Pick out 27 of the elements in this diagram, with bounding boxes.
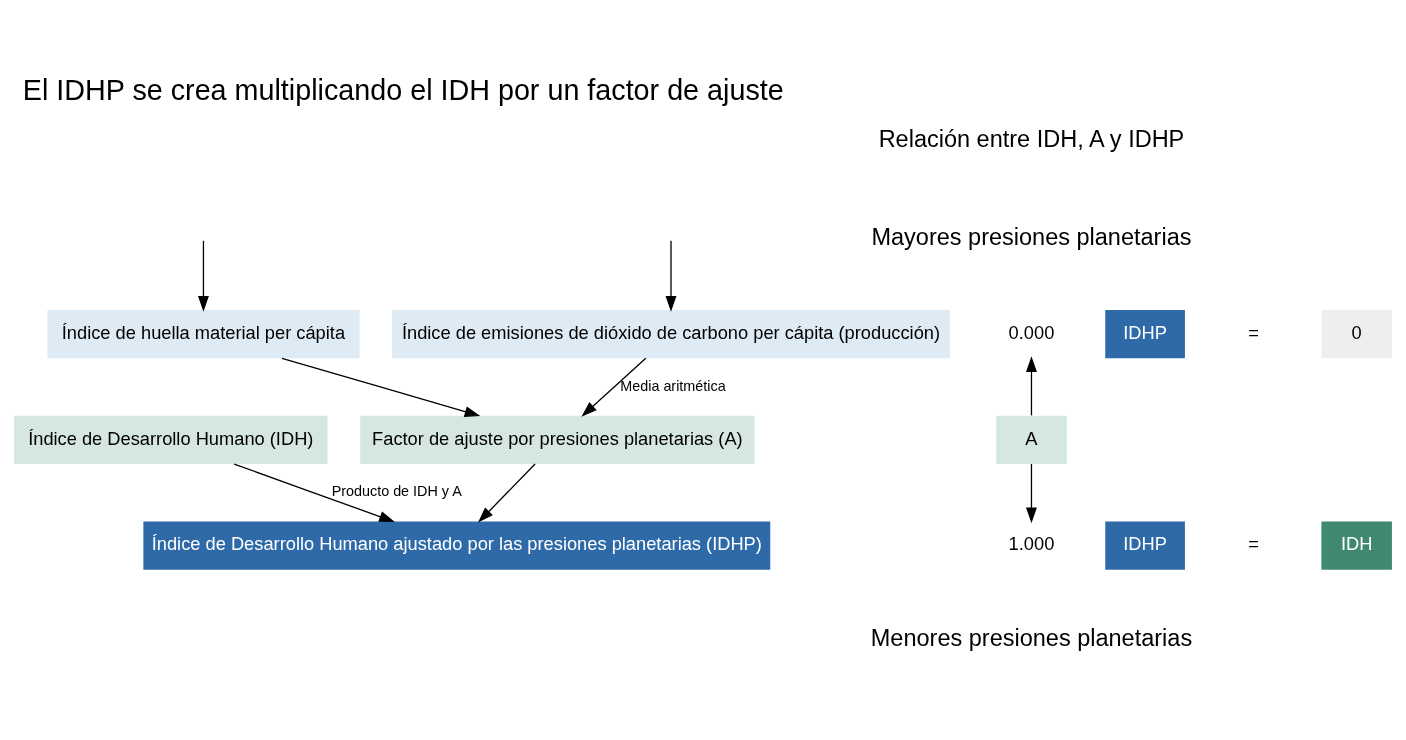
arrow xyxy=(233,463,395,522)
node-box: IDHP xyxy=(1105,521,1185,570)
edge-label: Producto de IDH y A xyxy=(331,483,462,500)
diagram-title: El IDHP se crea multiplicando el IDH por un factor de ajuste xyxy=(22,74,784,107)
label: Relación entre IDH, A y IDHP xyxy=(878,126,1185,153)
label: Mayores presiones planetarias xyxy=(871,224,1192,251)
arrow xyxy=(1025,356,1037,417)
node-box: A xyxy=(996,415,1067,465)
arrow xyxy=(665,240,677,312)
node-box: Índice de Desarrollo Humano ajustado por las presiones planetarias (IDHP) xyxy=(143,521,771,570)
edge-label: Media aritmética xyxy=(620,377,726,394)
node-box: Índice de emisiones de dióxido de carbono per cápita (producción) xyxy=(392,309,950,359)
label: = xyxy=(1248,321,1259,343)
node-box: IDHP xyxy=(1105,309,1185,359)
node-box: Índice de huella material per cápita xyxy=(47,309,360,359)
label: = xyxy=(1248,533,1259,555)
arrow xyxy=(197,240,209,312)
node-text: 1.000 xyxy=(1008,533,1055,555)
arrow xyxy=(1025,463,1037,524)
arrow xyxy=(478,463,536,523)
node-text: 0.000 xyxy=(1008,321,1055,343)
node-box: IDH xyxy=(1321,521,1392,570)
arrow xyxy=(281,357,481,417)
arrow xyxy=(581,357,647,417)
node-box: Índice de Desarrollo Humano (IDH) xyxy=(14,415,328,465)
label: Menores presiones planetarias xyxy=(870,625,1193,652)
node-box: Factor de ajuste por presiones planetarias (A) xyxy=(360,415,755,465)
